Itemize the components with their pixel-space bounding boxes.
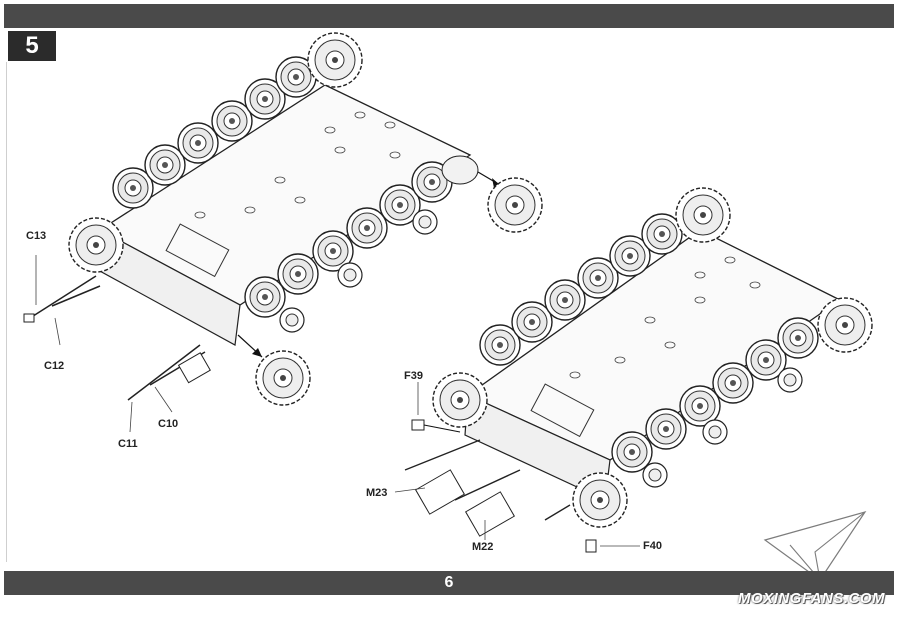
watermark-text: MOXINGFANS.COM bbox=[738, 590, 886, 607]
step-number: 5 bbox=[8, 31, 56, 61]
callout-f39: F39 bbox=[404, 370, 423, 382]
watermark-logo bbox=[763, 510, 867, 582]
callout-c13: C13 bbox=[26, 230, 47, 242]
footer-bar: 6 bbox=[4, 571, 894, 595]
right-hull-assembly bbox=[394, 187, 873, 553]
page-number: 6 bbox=[444, 574, 454, 591]
callout-m23: M23 bbox=[366, 487, 388, 499]
callout-c12: C12 bbox=[44, 360, 65, 372]
left-hull-assembly bbox=[23, 32, 543, 433]
callout-c10: C10 bbox=[158, 418, 179, 430]
margin-line bbox=[6, 62, 7, 562]
callout-m22: M22 bbox=[472, 541, 494, 553]
callout-c11: C11 bbox=[118, 438, 138, 450]
callout-f40: F40 bbox=[643, 540, 662, 552]
header-bar bbox=[4, 4, 894, 28]
